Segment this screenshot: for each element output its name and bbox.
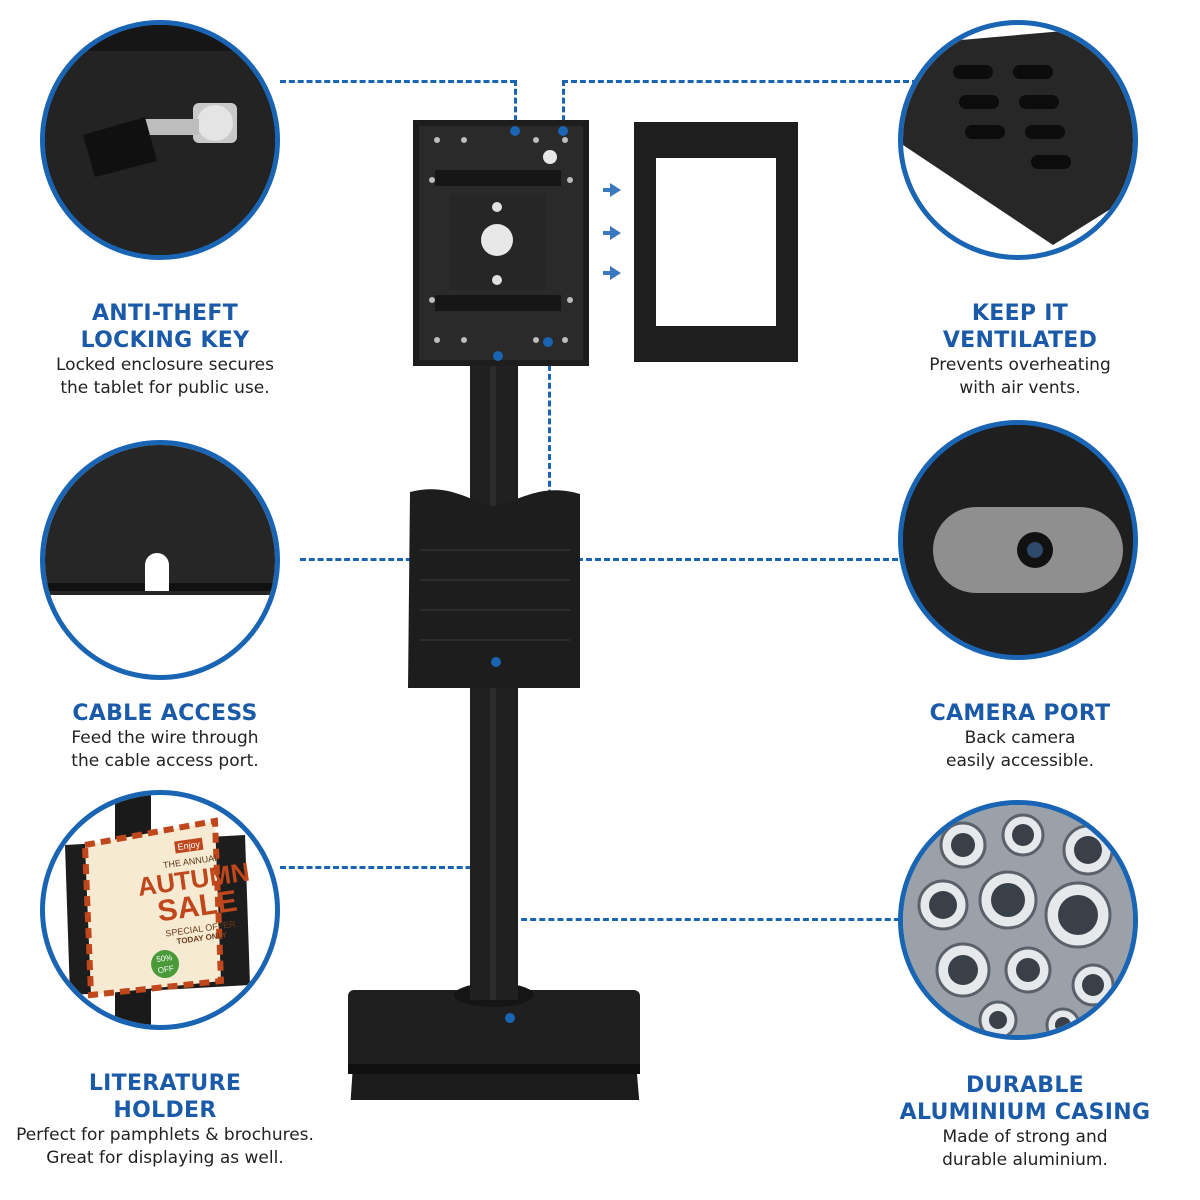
arrow-icon xyxy=(603,183,621,197)
brochure-brand: Enjoy xyxy=(173,837,204,854)
feature-description: Back camera xyxy=(964,728,1076,748)
feature-description: the tablet for public use. xyxy=(60,378,270,398)
key-icon xyxy=(83,117,157,177)
feature-title: CABLE ACCESS xyxy=(72,701,258,726)
connector-dot xyxy=(505,1013,515,1023)
feature-description: Perfect for pamphlets & brochures. xyxy=(16,1125,314,1145)
feature-description: the cable access port. xyxy=(71,751,259,771)
connector-literature-h xyxy=(280,866,498,869)
connector-dot xyxy=(493,351,503,361)
feature-title: DURABLE xyxy=(965,1073,1084,1098)
literature-holder-photo: Enjoy THE ANNUAL AUTUMN SALE SPECIAL OFF… xyxy=(40,790,280,1030)
feature-title: LITERATURE xyxy=(88,1071,242,1096)
feature-description: easily accessible. xyxy=(945,751,1095,771)
feature-description: Feed the wire through xyxy=(71,728,259,748)
kiosk-stand-illustration xyxy=(340,110,820,1100)
connector-camera-h xyxy=(550,558,898,561)
ventilation-photo xyxy=(898,20,1138,260)
feature-description: Prevents overheating xyxy=(929,355,1111,375)
connector-dot xyxy=(543,337,553,347)
feature-title: VENTILATED xyxy=(942,328,1098,353)
feature-literature-holder: LITERATURE HOLDER Perfect for pamphlets … xyxy=(0,1070,330,1170)
feature-description: Made of strong and xyxy=(942,1127,1108,1147)
arrow-icon xyxy=(603,226,621,240)
cable-access-photo xyxy=(40,440,280,680)
feature-title: KEEP IT xyxy=(971,301,1069,326)
aluminium-tubes-photo xyxy=(898,800,1138,1040)
feature-description: durable aluminium. xyxy=(942,1150,1108,1170)
connector-vent-v xyxy=(562,80,565,130)
feature-title: HOLDER xyxy=(113,1098,217,1123)
feature-durable-casing: DURABLE ALUMINIUM CASING Made of strong … xyxy=(870,1072,1180,1172)
connector-dot xyxy=(510,126,520,136)
discount-badge: 50% OFF xyxy=(149,948,181,980)
feature-title: CAMERA PORT xyxy=(929,701,1111,726)
connector-anti-theft-v xyxy=(514,80,517,130)
connector-anti-theft-h xyxy=(280,80,516,83)
feature-ventilated: KEEP IT VENTILATED Prevents overheating … xyxy=(870,300,1170,400)
feature-title: ALUMINIUM CASING xyxy=(899,1100,1151,1125)
connector-dot xyxy=(558,126,568,136)
feature-description: with air vents. xyxy=(959,378,1081,398)
arrow-icon xyxy=(603,266,621,280)
feature-description: Great for displaying as well. xyxy=(46,1148,284,1168)
feature-description: Locked enclosure secures xyxy=(56,355,274,375)
camera-port-photo xyxy=(898,420,1138,660)
connector-vent-h xyxy=(562,80,918,83)
feature-anti-theft: ANTI-THEFT LOCKING KEY Locked enclosure … xyxy=(20,300,310,400)
feature-title: ANTI-THEFT xyxy=(91,301,238,326)
locking-key-photo xyxy=(40,20,280,260)
connector-durable-h xyxy=(512,918,918,921)
connector-dot xyxy=(491,657,501,667)
feature-camera-port: CAMERA PORT Back camera easily accessibl… xyxy=(870,700,1170,773)
feature-cable-access: CABLE ACCESS Feed the wire through the c… xyxy=(20,700,310,773)
connector-cable-h xyxy=(300,558,500,561)
feature-title: LOCKING KEY xyxy=(80,328,250,353)
